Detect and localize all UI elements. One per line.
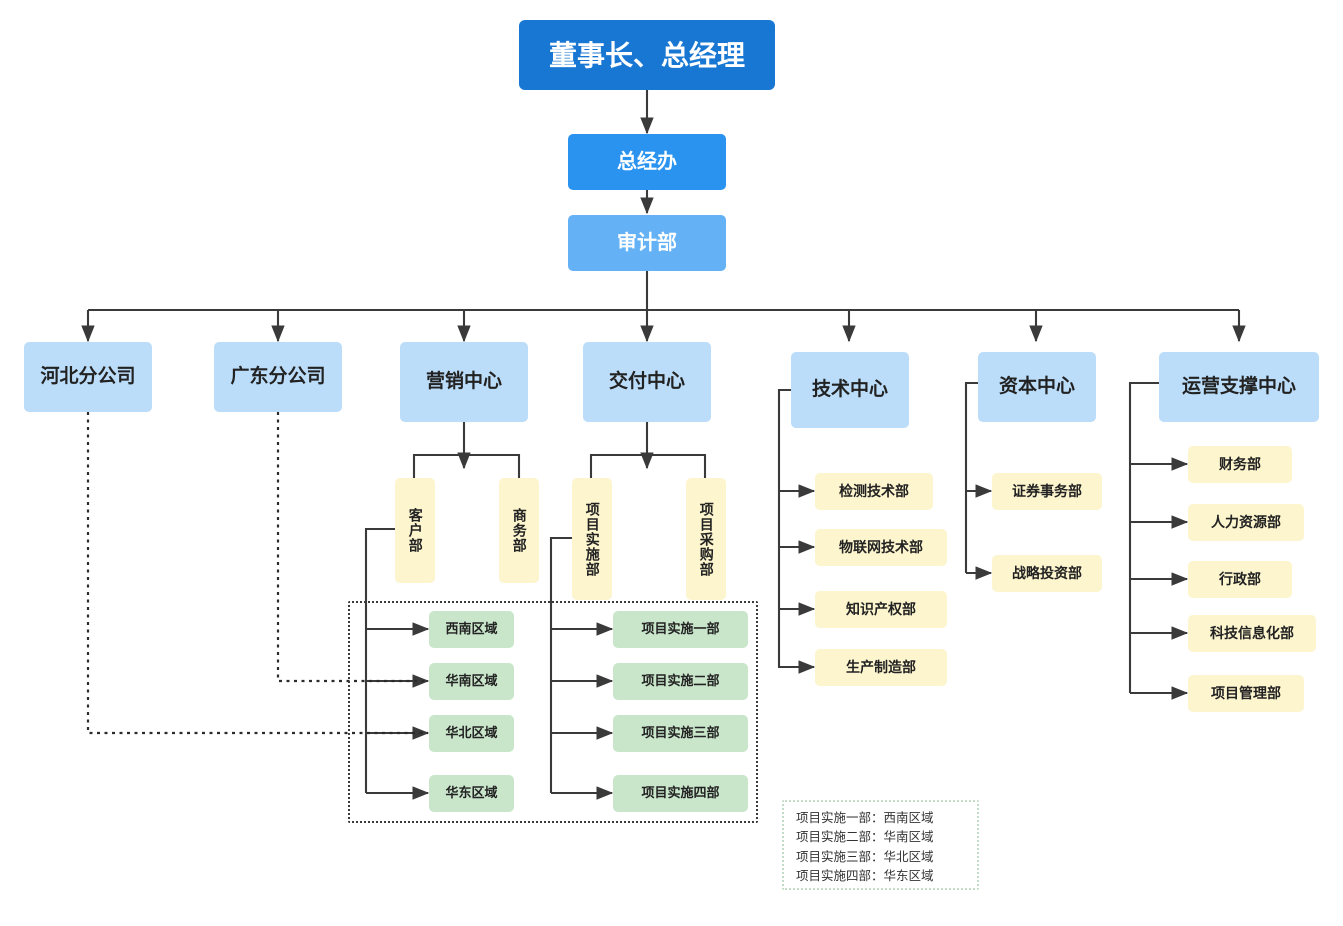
unit-hebei-branch[interactable]: 河北分公司 (24, 342, 152, 412)
ops-dept-finance[interactable]: 财务部 (1188, 446, 1292, 483)
region-north-china[interactable]: 华北区域 (429, 715, 514, 752)
node-general-office[interactable]: 总经办 (568, 134, 726, 190)
impl-dept-3[interactable]: 项目实施三部 (613, 715, 748, 752)
legend-line-3: 项目实施三部：华北区域 (796, 849, 934, 864)
legend-line-2: 项目实施二部：华南区域 (796, 830, 934, 845)
legend-box: 项目实施一部：西南区域 项目实施二部：华南区域 项目实施三部：华北区域 项目实施… (782, 800, 979, 890)
capital-dept-strategic-investment[interactable]: 战略投资部 (992, 555, 1102, 592)
impl-dept-2[interactable]: 项目实施二部 (613, 663, 748, 700)
region-southwest[interactable]: 西南区域 (429, 611, 514, 648)
impl-dept-4[interactable]: 项目实施四部 (613, 775, 748, 812)
node-chairman[interactable]: 董事长、总经理 (519, 20, 775, 90)
ops-dept-administration[interactable]: 行政部 (1188, 561, 1292, 598)
impl-dept-1[interactable]: 项目实施一部 (613, 611, 748, 648)
capital-dept-securities[interactable]: 证券事务部 (992, 473, 1102, 510)
region-east-china[interactable]: 华东区域 (429, 775, 514, 812)
unit-operations-support-center[interactable]: 运营支撑中心 (1159, 352, 1319, 422)
regional-group-boundary (348, 601, 758, 823)
region-south-china[interactable]: 华南区域 (429, 663, 514, 700)
tech-dept-ip[interactable]: 知识产权部 (815, 591, 947, 628)
tech-dept-iot[interactable]: 物联网技术部 (815, 529, 947, 566)
unit-technology-center[interactable]: 技术中心 (791, 352, 909, 428)
unit-marketing-center[interactable]: 营销中心 (400, 342, 528, 422)
unit-delivery-center[interactable]: 交付中心 (583, 342, 711, 422)
legend-line-1: 项目实施一部：西南区域 (796, 811, 934, 825)
ops-dept-human-resources[interactable]: 人力资源部 (1188, 504, 1304, 541)
dept-project-implementation[interactable]: 项目实施部 (572, 478, 612, 600)
tech-dept-manufacturing[interactable]: 生产制造部 (815, 649, 947, 686)
unit-capital-center[interactable]: 资本中心 (978, 352, 1096, 422)
dept-business[interactable]: 商务部 (499, 478, 539, 583)
legend-line-4: 项目实施四部：华东区域 (796, 869, 934, 884)
tech-dept-testing[interactable]: 检测技术部 (815, 473, 933, 510)
ops-dept-project-management[interactable]: 项目管理部 (1188, 675, 1304, 712)
ops-dept-technology-informatization[interactable]: 科技信息化部 (1188, 615, 1316, 652)
dept-customer[interactable]: 客户部 (395, 478, 435, 583)
unit-guangdong-branch[interactable]: 广东分公司 (214, 342, 342, 412)
dept-project-procurement[interactable]: 项目采购部 (686, 478, 726, 600)
node-audit-department[interactable]: 审计部 (568, 215, 726, 271)
